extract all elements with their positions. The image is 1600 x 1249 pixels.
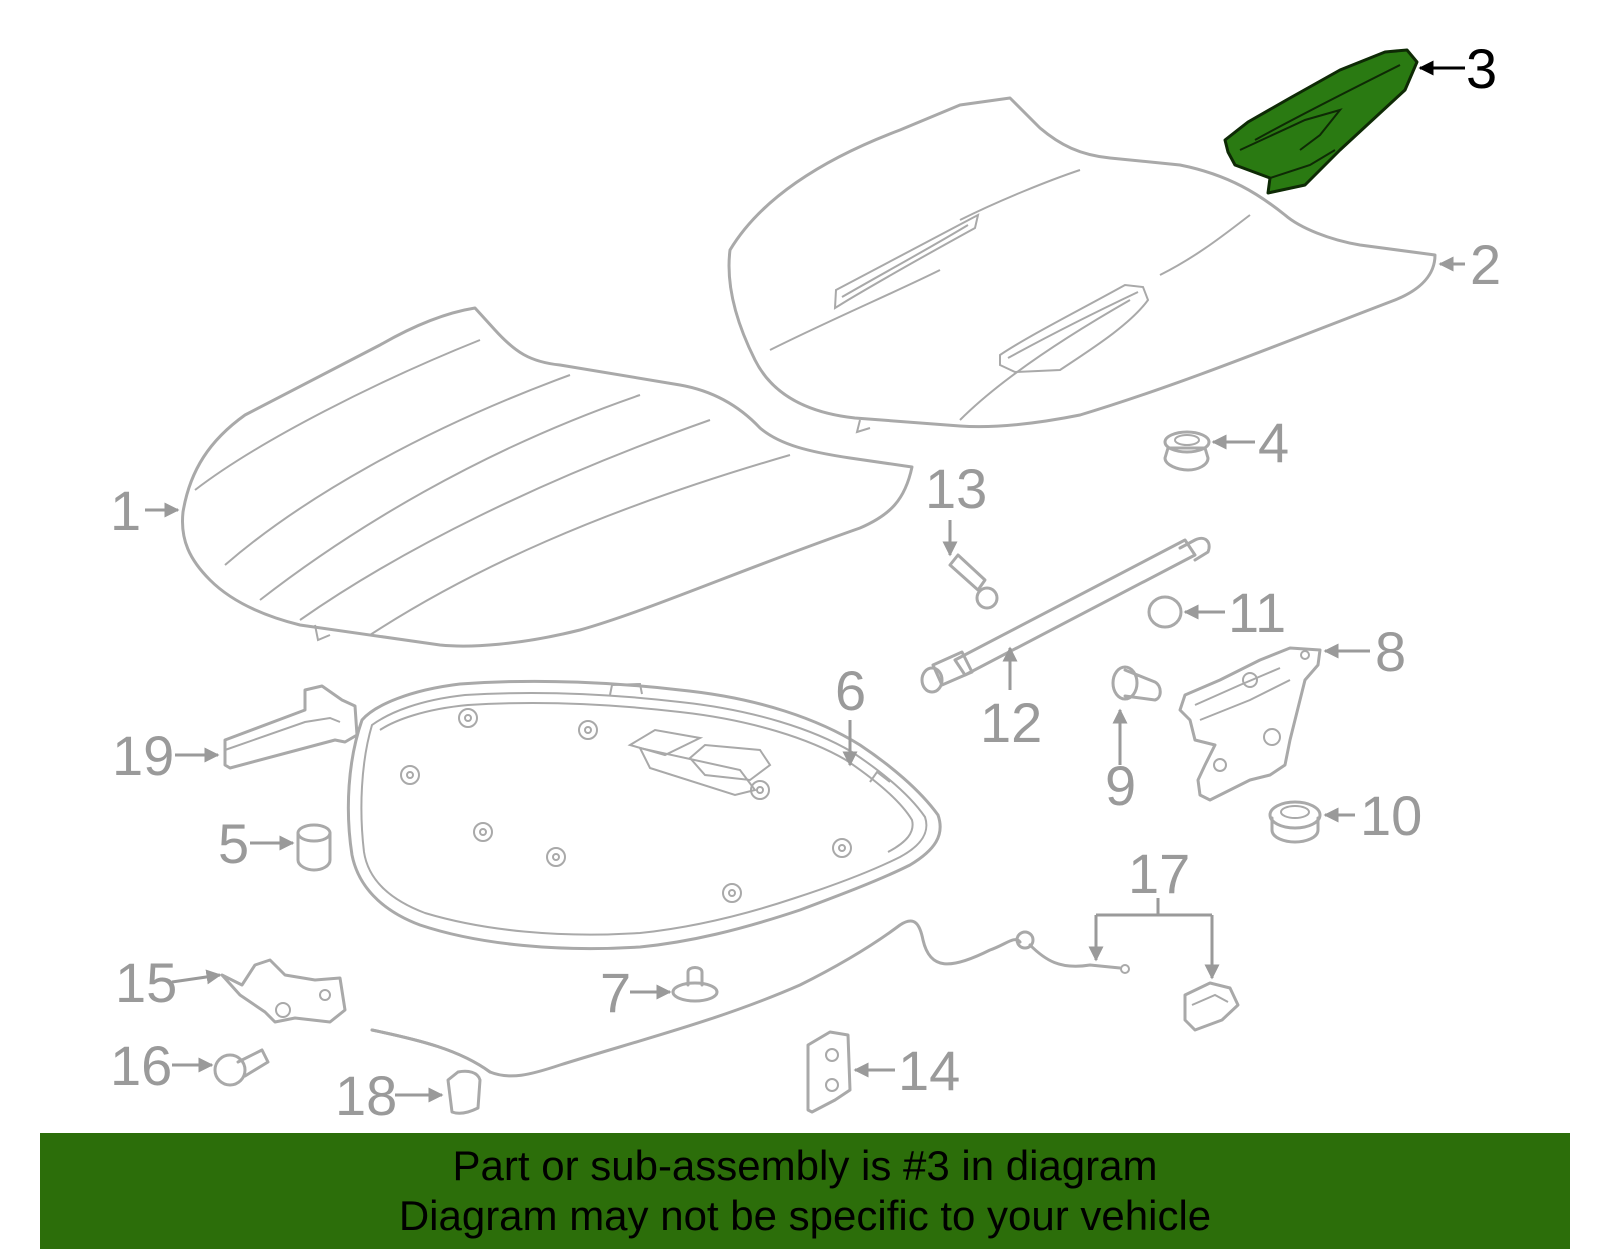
- callout-6: 6: [835, 659, 866, 722]
- callout-4: 4: [1258, 411, 1289, 474]
- callout-8: 8: [1375, 620, 1406, 683]
- part-3-hood-vent-highlighted: [1223, 48, 1419, 195]
- part-9-pin: [1111, 665, 1162, 702]
- callout-13: 13: [925, 457, 987, 520]
- part-1-hood-insulator: [180, 306, 914, 648]
- part-18-clip: [446, 1069, 482, 1115]
- callout-3: 3: [1466, 37, 1497, 100]
- part-4-bumper: [1163, 430, 1211, 472]
- callout-15: 15: [115, 951, 177, 1014]
- leader-lines: [145, 60, 1465, 1103]
- part-19-holder: [223, 684, 359, 770]
- part-11-plug: [1147, 595, 1183, 629]
- callout-19: 19: [112, 724, 174, 787]
- part-15-latch: [220, 958, 347, 1024]
- callout-17: 17: [1128, 842, 1190, 905]
- callout-18: 18: [335, 1064, 397, 1127]
- banner-line-1: Part or sub-assembly is #3 in diagram: [452, 1142, 1158, 1189]
- callout-12: 12: [980, 691, 1042, 754]
- part-6-inner-panel: [346, 679, 942, 951]
- callout-7: 7: [600, 961, 631, 1024]
- info-banner: Part or sub-assembly is #3 in diagram Di…: [40, 1133, 1570, 1249]
- callout-1: 1: [110, 479, 141, 542]
- part-5-bumper: [296, 823, 332, 872]
- callout-2: 2: [1470, 233, 1501, 296]
- part-8-hinge: [1178, 646, 1322, 802]
- callout-14: 14: [898, 1039, 960, 1102]
- part-16-bolt: [213, 1048, 270, 1087]
- callout-9: 9: [1105, 754, 1136, 817]
- part-10-bumper: [1268, 800, 1322, 844]
- callout-5: 5: [218, 812, 249, 875]
- callout-11: 11: [1228, 581, 1286, 644]
- part-13-clip: [948, 553, 999, 610]
- part-2-hood-panel: [727, 96, 1437, 434]
- part-7-clip: [671, 966, 719, 1003]
- callout-numbers: 1 2 3 4 5 6 7 8 9 10 11 12 13 14 15 16 1…: [110, 37, 1501, 1127]
- callout-16: 16: [110, 1034, 172, 1097]
- banner-line-2: Diagram may not be specific to your vehi…: [398, 1192, 1212, 1239]
- part-12-support-strut: [920, 536, 1211, 694]
- callout-10: 10: [1360, 784, 1422, 847]
- part-14-bracket: [806, 1030, 852, 1114]
- part-17-release-cable: [370, 919, 1240, 1078]
